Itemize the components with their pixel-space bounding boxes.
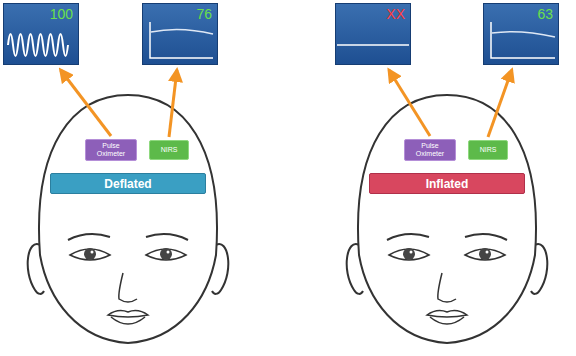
box-label: Inflated (426, 177, 469, 191)
nirs-box: NIRS (149, 140, 189, 160)
box-label: Pulse Oximeter (89, 142, 133, 158)
iris (84, 248, 96, 260)
trend-axes (491, 22, 555, 58)
reading-value: 63 (537, 6, 553, 22)
eyebrow (68, 234, 188, 240)
iris (403, 248, 415, 260)
face (347, 95, 548, 343)
box-label: NIRS (161, 146, 178, 154)
headband: Inflated (369, 173, 525, 194)
headband: Deflated (50, 173, 206, 194)
eye-glint (91, 251, 94, 254)
trend-line (492, 32, 555, 37)
ear (212, 244, 228, 294)
monitor-display: 63 (483, 3, 559, 65)
signal-arrow (389, 70, 430, 136)
trend-axes (150, 22, 213, 58)
pulse-oximeter-box: Pulse Oximeter (85, 139, 137, 161)
mouth (108, 311, 148, 324)
signal-arrow (169, 70, 177, 137)
reading-value: XX (386, 6, 405, 22)
eye-glint (410, 251, 413, 254)
box-label: NIRS (480, 146, 497, 154)
signal-arrow (488, 70, 512, 137)
reading-value: 76 (196, 6, 212, 22)
eye-glint (167, 251, 170, 254)
monitor-display: 76 (142, 3, 218, 65)
box-label: Deflated (104, 177, 151, 191)
pulse-waveform (8, 34, 68, 56)
ear (347, 244, 363, 294)
ear (531, 244, 547, 294)
trend-line (151, 29, 213, 34)
eyebrow (387, 234, 507, 240)
eye (70, 249, 186, 260)
nose (438, 273, 456, 302)
mouth (427, 311, 467, 324)
iris (479, 248, 491, 260)
ear (28, 244, 44, 294)
head-outline (358, 95, 536, 343)
nose (119, 273, 137, 302)
flat-line (337, 44, 409, 46)
face (28, 95, 229, 343)
box-label: Pulse Oximeter (408, 142, 452, 158)
monitor-display: 100 (3, 3, 79, 65)
reading-value: 100 (50, 6, 73, 22)
monitor-display: XX (335, 3, 411, 65)
signal-arrow (61, 70, 111, 136)
nirs-box: NIRS (468, 140, 508, 160)
eye-glint (486, 251, 489, 254)
eye (389, 249, 505, 260)
pulse-oximeter-box: Pulse Oximeter (404, 139, 456, 161)
head-outline (39, 95, 217, 343)
iris (160, 248, 172, 260)
